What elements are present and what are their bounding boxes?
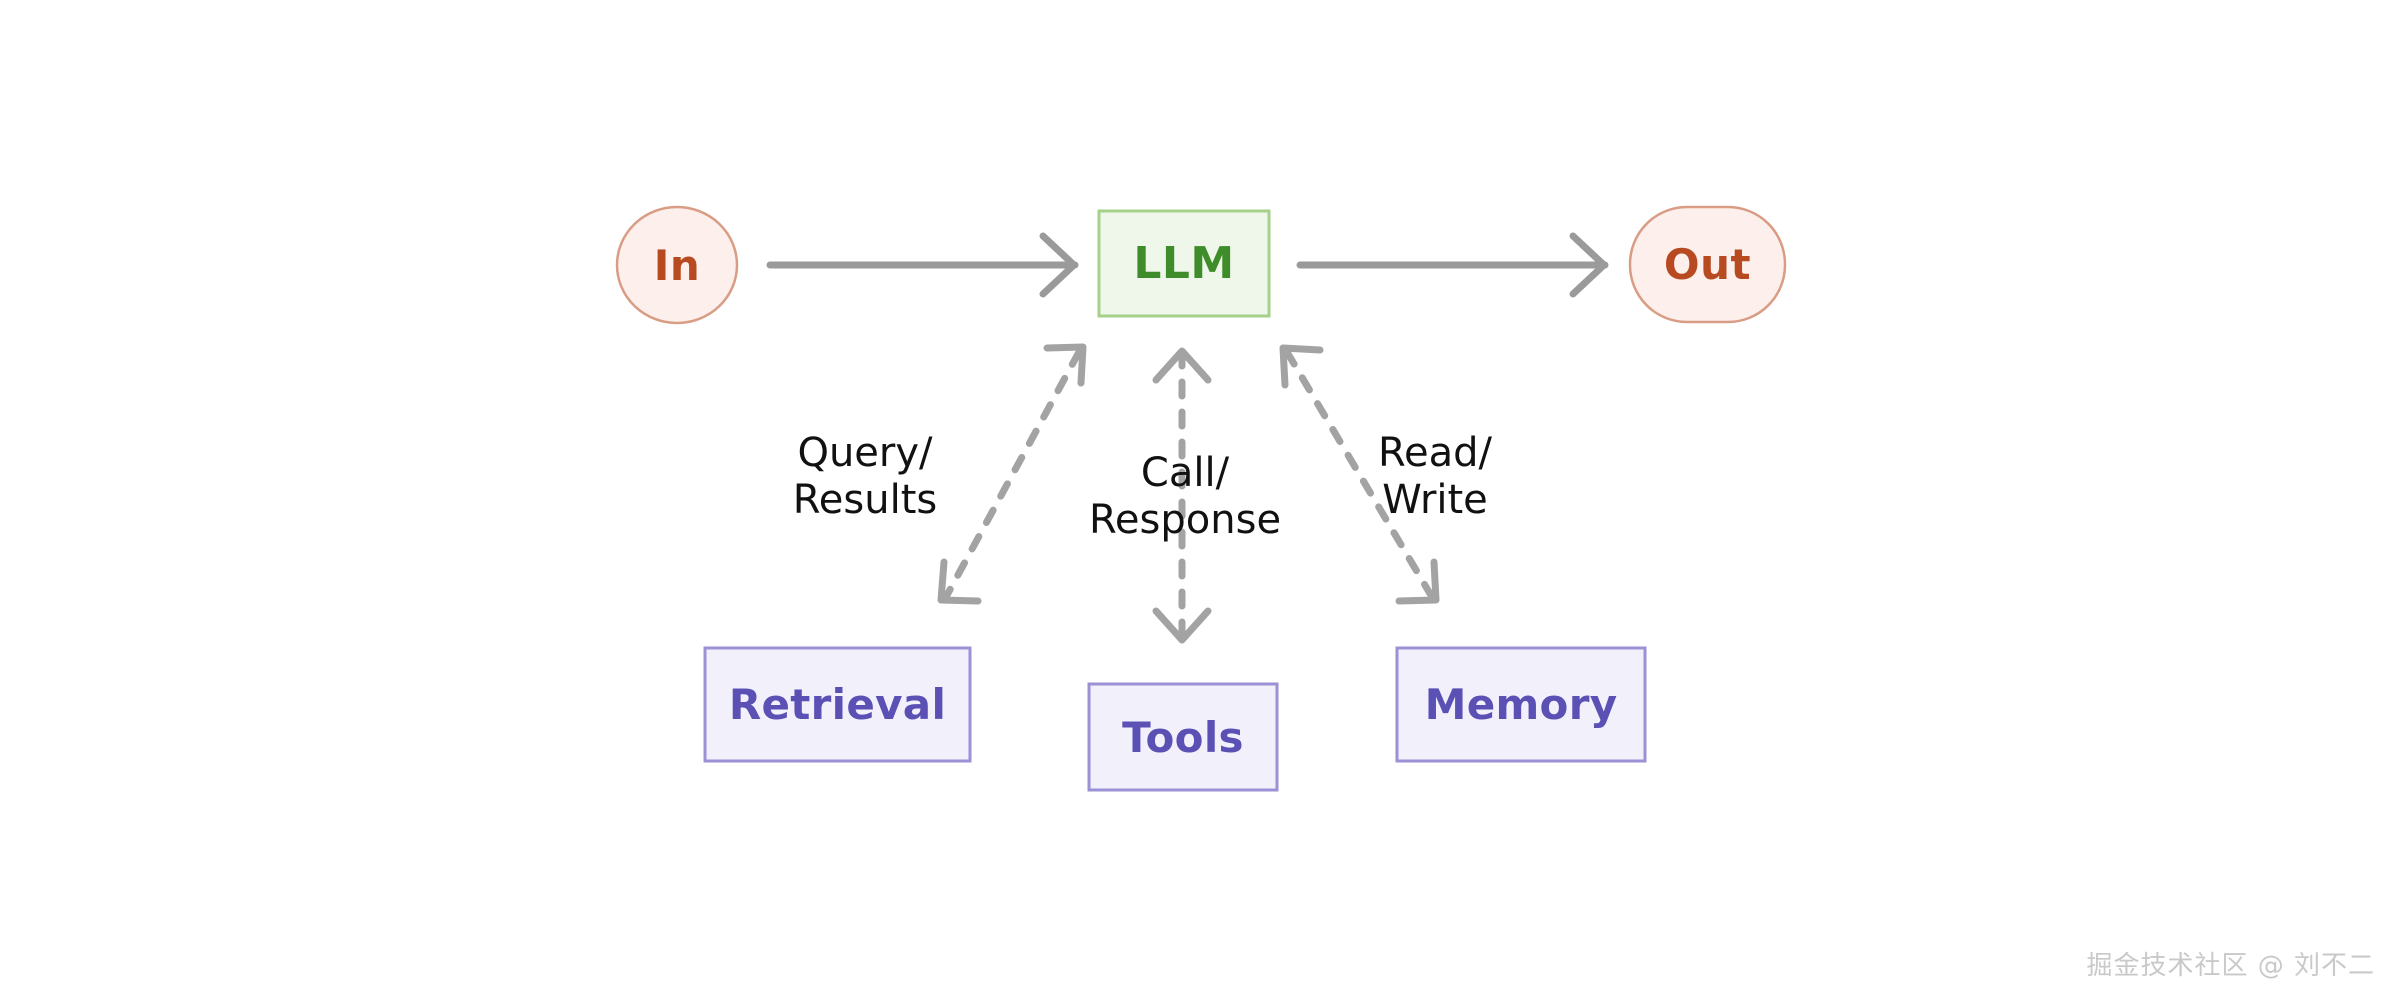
edge-llm-to-out bbox=[1296, 232, 1609, 298]
edge-llm-tools bbox=[1152, 347, 1212, 644]
edge-llm-memory bbox=[1279, 344, 1440, 605]
edge-llm-retrieval bbox=[937, 343, 1087, 605]
node-in-shape[interactable] bbox=[615, 205, 739, 325]
node-retrieval-shape[interactable] bbox=[703, 646, 972, 763]
edge-in-to-llm bbox=[766, 232, 1079, 298]
watermark: 掘金技术社区 @ 刘不二 bbox=[2086, 951, 2375, 981]
node-tools-shape[interactable] bbox=[1087, 682, 1279, 792]
node-out-shape[interactable] bbox=[1628, 205, 1787, 324]
node-llm-shape[interactable] bbox=[1097, 209, 1271, 318]
node-memory-shape[interactable] bbox=[1395, 646, 1647, 763]
